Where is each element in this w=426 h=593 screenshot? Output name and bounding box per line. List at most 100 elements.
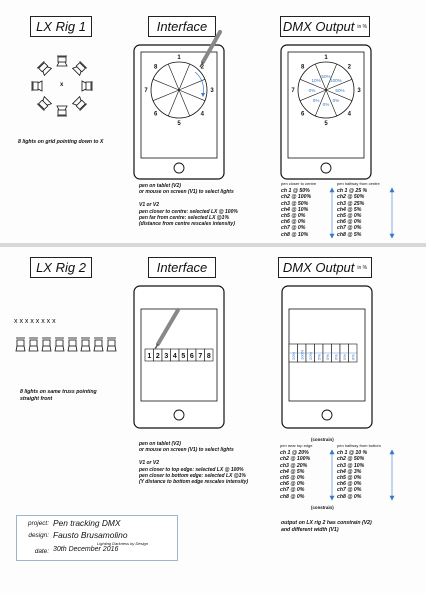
project-value: Pen tracking DMX	[53, 518, 121, 528]
output1-unit: in %	[357, 24, 368, 31]
tablet1-screen	[140, 51, 218, 159]
output2-cell-percent-1: 20%	[291, 352, 296, 360]
output2-cell-percent-4: 5%	[316, 354, 321, 360]
output1-col-b-row-3: ch3 @ 25%	[337, 200, 365, 207]
output2-col-b: pen halfway from bottom ch 1 @ 10 %ch2 @…	[337, 443, 397, 500]
rig2-fixture-1	[15, 337, 26, 352]
output1-col-a-header: pen closer to centre	[281, 181, 317, 186]
rig1-fixture-5	[56, 105, 68, 117]
output2-cell-percent-6: 0%	[333, 354, 338, 360]
interface1-spoke-4	[178, 89, 190, 117]
date-value: 30th December 2016	[53, 546, 119, 553]
output2-col-b-header: pen halfway from bottom	[337, 443, 381, 448]
interface2-cell-label-3: 3	[164, 353, 168, 360]
interface1-ring	[150, 61, 208, 119]
output1-spoke-8	[315, 63, 327, 91]
output1-arrows	[329, 187, 395, 239]
interface1-notes: pen on tablet (V2) or mouse on screen (V…	[139, 183, 238, 228]
output2-col-a-row-2: ch2 @ 100%	[280, 456, 311, 463]
output1-spoke-6	[299, 89, 327, 101]
tablet1	[133, 44, 225, 180]
interface2-cell-label-2: 2	[156, 353, 160, 360]
output2-col-a-row-7: ch7 @ 0%	[280, 487, 305, 494]
interface1-spoke-3	[178, 89, 206, 101]
interface1-spoke-7	[152, 79, 180, 91]
interface2-title: Interface	[148, 257, 216, 278]
project-label: project:	[28, 520, 49, 527]
output1-spoke-4	[325, 89, 337, 117]
output2-cell-percent-5: 0%	[325, 354, 330, 360]
output2-col-a-row-4: ch4 @ 5%	[280, 468, 305, 475]
interface1-segment-7: 7	[144, 88, 148, 94]
output1-segment-1: 1	[324, 55, 328, 61]
interface2-cell-label-1: 1	[147, 353, 151, 360]
output1-percent-7: 0%	[309, 88, 316, 93]
output2-cell-percent-8: 0%	[350, 354, 355, 360]
output2-col-a-row-1: ch 1 @ 20%	[280, 450, 309, 457]
rig1-fixture-8	[36, 60, 53, 77]
interface1-spoke-1	[178, 63, 190, 91]
output2-cell-percent-3: 20%	[308, 352, 313, 360]
rig1-fixture-circle	[31, 55, 93, 117]
interface2-cell-label-8: 8	[207, 353, 211, 360]
output2-unit: in %	[357, 265, 368, 272]
rig2-fixture-8	[106, 337, 117, 352]
interface2-cell-8	[204, 348, 214, 362]
output1-percent-8: 10%	[311, 78, 320, 83]
output1-percent-4: 0%	[333, 98, 340, 103]
rig2-fixture-5	[67, 337, 78, 352]
output1-col-b: pen halfway from centre ch 1 @ 25 %ch2 @…	[337, 181, 397, 238]
output2-col-b-row-4: ch4 @ 3%	[337, 468, 362, 475]
output1-segment-6: 6	[301, 111, 305, 117]
output1-percent-3: 50%	[335, 88, 344, 93]
output2-col-a-row-3: ch3 @ 20%	[280, 462, 308, 469]
output1-col-a-row-3: ch3 @ 50%	[281, 200, 309, 207]
rig2-caption: 8 lights on same truss pointing straight…	[20, 389, 97, 402]
output2-title-text: DMX Output	[282, 260, 355, 275]
interface1-spoke-8	[168, 63, 180, 91]
output1-ring	[297, 61, 355, 119]
output2-col-b-row-6: ch6 @ 0%	[337, 481, 362, 488]
output1-spoke-7	[299, 79, 327, 91]
output2-cells: 20%100%20%5%0%0%0%0%	[288, 343, 358, 363]
interface1-pen-icon	[199, 30, 222, 68]
interface2-cell-label-5: 5	[181, 353, 185, 360]
output1-col-a: pen closer to centre ch 1 @ 50%ch2 @ 100…	[281, 181, 341, 238]
interface1-segment-3: 3	[210, 88, 214, 94]
design-value: Fausto Brusamolino	[53, 530, 128, 540]
rig1-center-mark: x	[60, 82, 64, 88]
rig1-fixture-4	[71, 95, 88, 112]
output1-col-b-row-4: ch4 @ 5%	[337, 206, 362, 213]
output1-col-b-row-5: ch5 @ 0%	[337, 213, 362, 220]
interface1-spoke-2	[178, 79, 206, 91]
interface1-segment-1: 1	[177, 55, 181, 61]
rig2-title: LX Rig 2	[30, 257, 92, 278]
rig2-title-text: LX Rig 2	[36, 260, 86, 275]
output1-col-a-row-6: ch6 @ 0%	[281, 219, 306, 226]
output2-col-b-row-1: ch 1 @ 10 %	[337, 450, 368, 457]
output2-arrows	[329, 449, 395, 501]
output1-segment-7: 7	[291, 88, 295, 94]
tablet2-screen	[287, 51, 365, 159]
output1-segment-4: 4	[348, 111, 352, 117]
output1-percent-6: 0%	[313, 98, 320, 103]
interface1-segment-5: 5	[177, 121, 181, 127]
output1-spoke-2	[325, 79, 353, 91]
output1-col-a-row-4: ch4 @ 10%	[281, 206, 309, 213]
output2-cell-percent-2: 100%	[299, 349, 304, 360]
output1-spoke-1	[325, 63, 337, 91]
output2-col-b-row-5: ch5 @ 0%	[337, 475, 362, 482]
output2-col-b-row-2: ch2 @ 50%	[337, 456, 365, 463]
tablet2-home-button	[320, 162, 332, 174]
tablet4-home-button	[321, 409, 333, 421]
output1-segment-3: 3	[357, 88, 361, 94]
rig2-fixture-7	[93, 337, 104, 352]
output2-constrain-top: (constrain)	[311, 437, 334, 442]
output1-col-b-row-8: ch8 @ 5%	[337, 231, 362, 238]
output1-col-a-row-1: ch 1 @ 50%	[281, 188, 310, 195]
project-info-box: project: Pen tracking DMX design: Fausto…	[16, 515, 178, 561]
tablet2	[280, 44, 372, 180]
